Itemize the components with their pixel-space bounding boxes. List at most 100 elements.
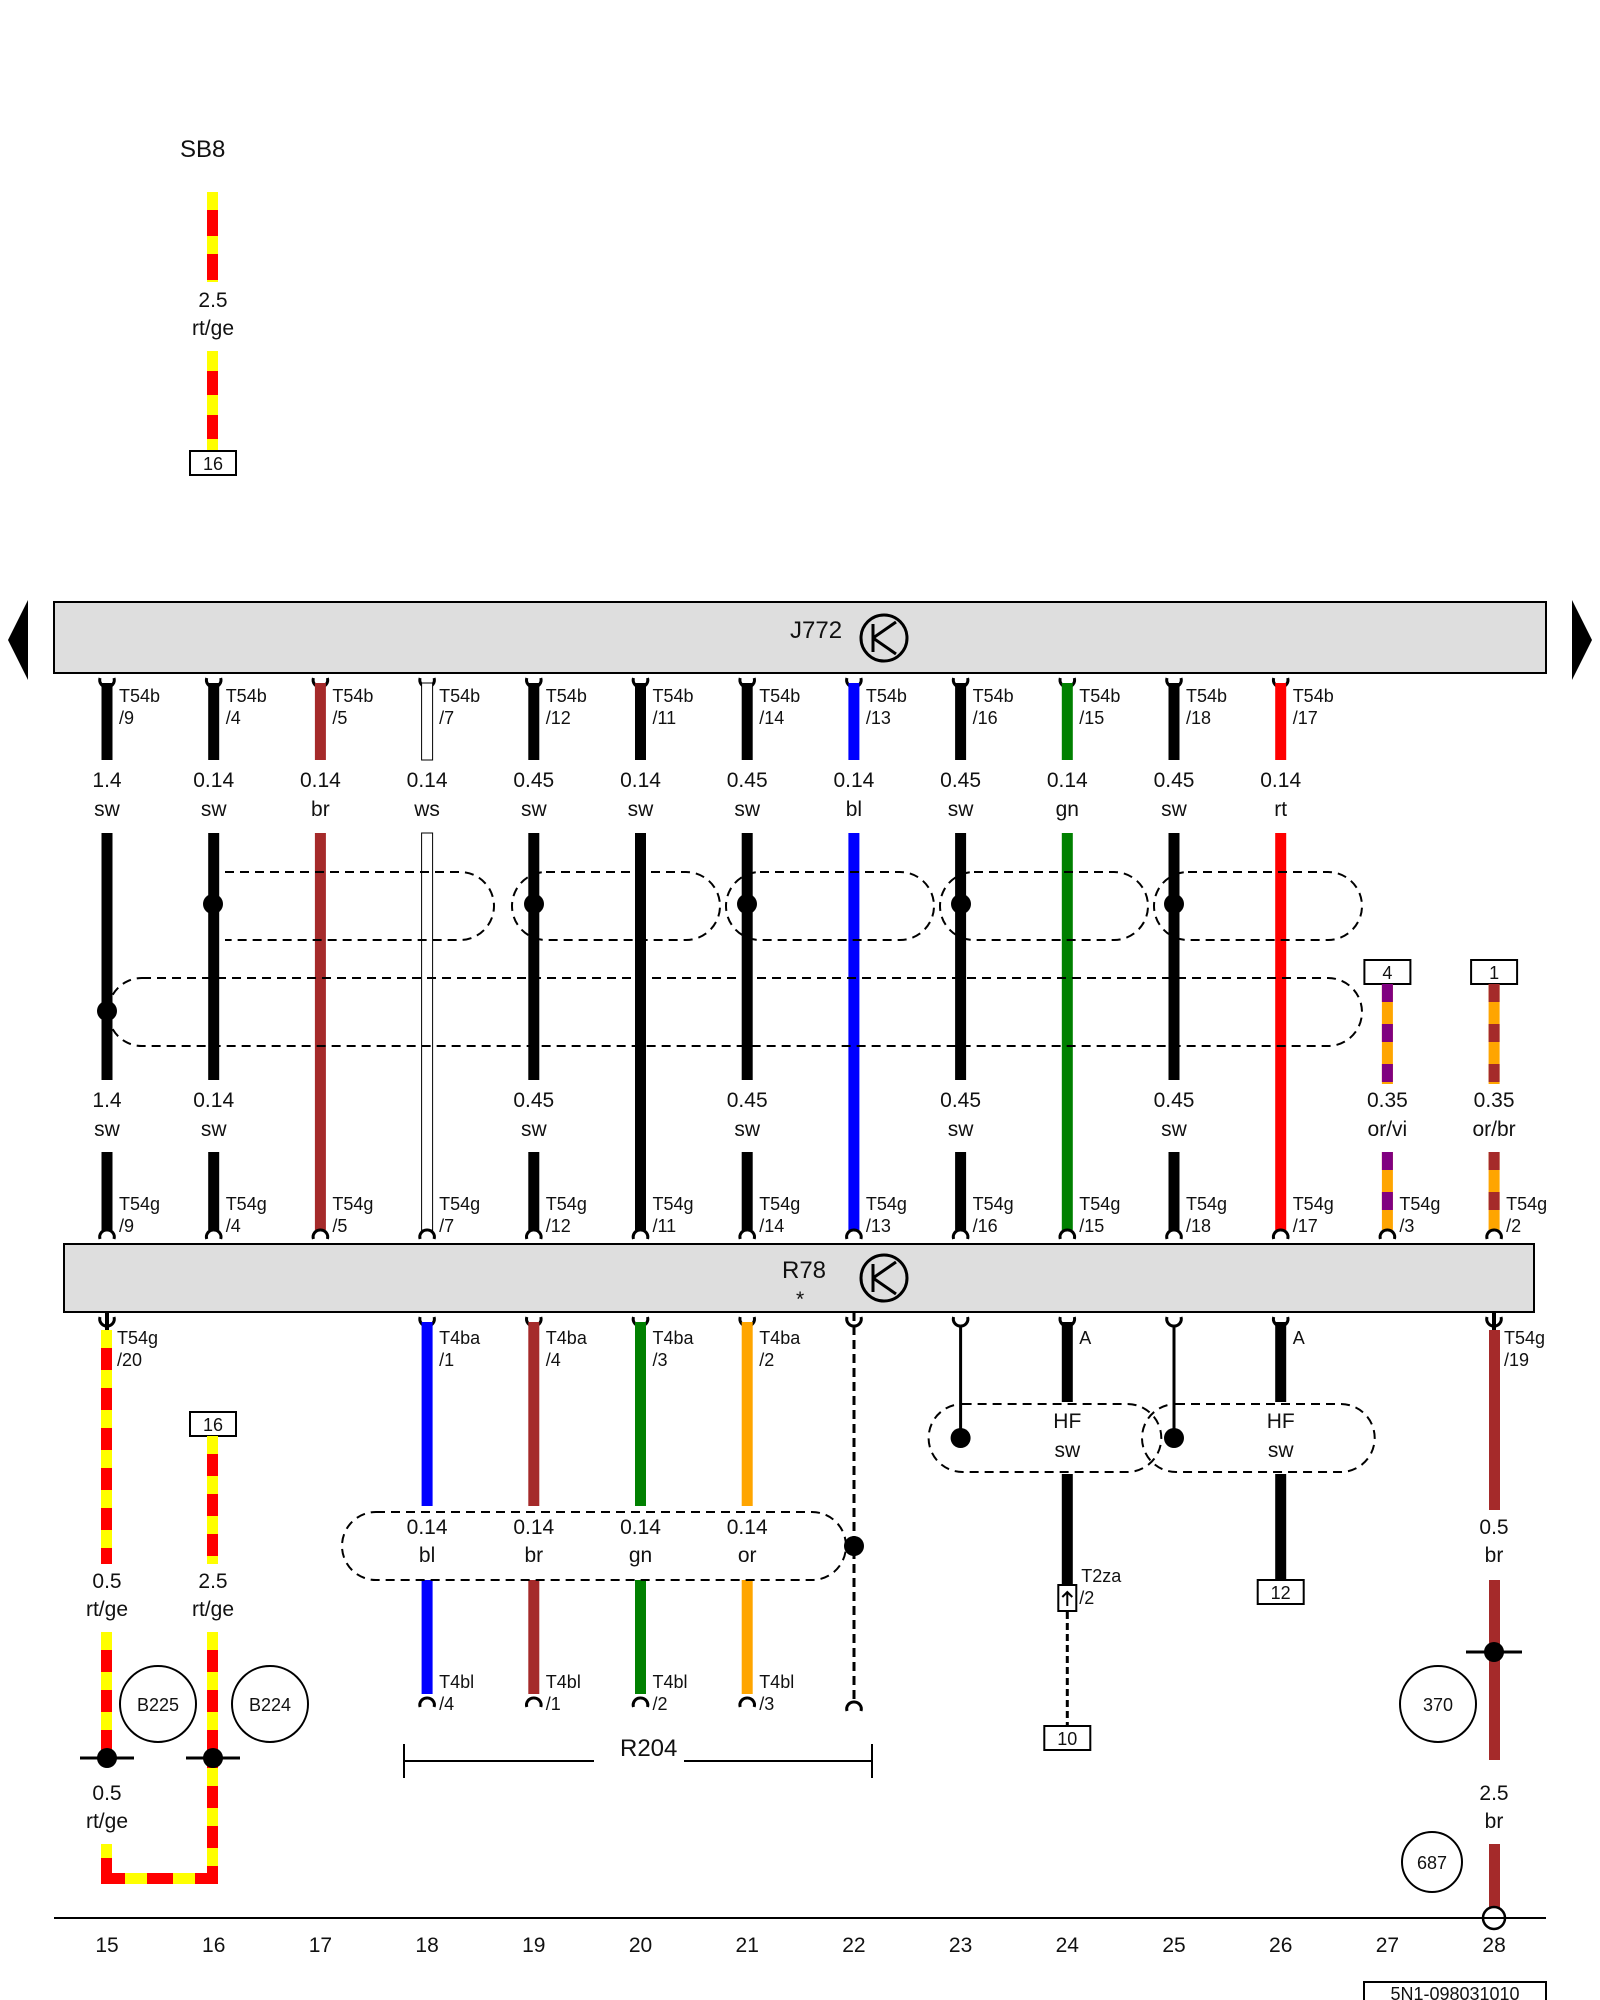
- pin-connector-label: T54b: [226, 686, 267, 706]
- wire-size-label: 0.45: [1154, 769, 1195, 792]
- pin-connector-label: T4ba: [653, 1328, 695, 1348]
- column-number: 17: [309, 1934, 332, 1957]
- ground-connection-b224: [231, 1665, 309, 1743]
- upper-wire-group: T54b/91.4sw1.4swT54g/9T54b/40.14sw0.14sw…: [92, 677, 1334, 1240]
- wire-size-label: 0.5: [92, 1782, 121, 1805]
- pin-number-label: /1: [439, 1350, 454, 1370]
- wire-color-label: rt: [1274, 798, 1287, 821]
- shield-splice-dot: [1164, 894, 1184, 914]
- wire-18-ws: [421, 832, 434, 1231]
- wire-15-sw: [101, 1152, 113, 1230]
- shield-splice-dot: [97, 1001, 117, 1021]
- pin-connector-label: T54g: [119, 1194, 160, 1214]
- shield-group-upper: [97, 871, 1363, 1047]
- wire-size-label: 0.14: [833, 769, 874, 792]
- wire-color-label: br: [1485, 1544, 1504, 1567]
- wire-21-sw: [741, 683, 753, 760]
- wire-15-rt-ge: [101, 1632, 112, 1762]
- pin-number-label: /18: [1186, 1216, 1211, 1236]
- pin-number-label: /2: [653, 1694, 668, 1714]
- wire-color-label: sw: [1268, 1439, 1295, 1462]
- pin-label: A: [1293, 1328, 1305, 1348]
- wire-17-br: [314, 833, 326, 1230]
- page-next-arrow-icon[interactable]: [1572, 600, 1592, 680]
- connector-pin-icon: [204, 1228, 223, 1240]
- pin-connector-label: T54g: [439, 1194, 480, 1214]
- pin-number-label: /5: [332, 708, 347, 728]
- wire-color-label: sw: [734, 798, 761, 821]
- wire-size-label: 0.14: [1260, 769, 1301, 792]
- pin-number-label: /3: [653, 1350, 668, 1370]
- wire-color-label: ws: [413, 798, 440, 821]
- wire-28-br: [1489, 1580, 1500, 1760]
- terminal-box: [1256, 1579, 1305, 1605]
- wire-16-rt-ge: [207, 1436, 218, 1564]
- wire-size-label: 0.14: [620, 769, 661, 792]
- wire-color-label: sw: [94, 798, 121, 821]
- shield-splice-dot: [951, 894, 971, 914]
- wire-size-label: 0.14: [300, 769, 341, 792]
- shield-splice-dot: [203, 894, 223, 914]
- connector-pin-icon: [525, 1696, 543, 1708]
- wire-19-sw: [528, 683, 540, 760]
- pin-number-label: /15: [1079, 708, 1104, 728]
- module-r78-label: R78: [782, 1257, 826, 1284]
- pin-number-label: /1: [546, 1694, 561, 1714]
- wire-size-label: 0.14: [1047, 769, 1088, 792]
- page-prev-arrow-icon[interactable]: [8, 600, 28, 680]
- pin-number-label: /3: [1399, 1216, 1414, 1236]
- wire-size-label: 0.45: [940, 1089, 981, 1112]
- wire-color-label: gn: [1056, 798, 1079, 821]
- connector-pin-icon: [951, 1228, 970, 1240]
- twisted-pair-shield: [725, 871, 935, 941]
- twisted-pair-shield: [1153, 871, 1363, 941]
- transistor-icon: [859, 1253, 909, 1303]
- pin-connector-label: T54b: [332, 686, 373, 706]
- twisted-pair-shield: [939, 871, 1149, 941]
- pin-number-label: /19: [1504, 1350, 1529, 1370]
- connector-pin-icon: [1485, 1228, 1503, 1240]
- wire-color-label: or/vi: [1368, 1118, 1408, 1141]
- pin-connector-label: T54b: [119, 686, 160, 706]
- pin-number-label: /12: [546, 1216, 571, 1236]
- r204-wire-group: T4ba/10.14blT4bl/4T4ba/40.14brT4bl/1T4ba…: [407, 1316, 801, 1714]
- r204-shield-group: R204: [341, 1312, 873, 1778]
- pin-connector-label: T54b: [973, 686, 1014, 706]
- pin-connector-label: T54g: [1079, 1194, 1120, 1214]
- hf-core-wire: [1275, 1474, 1287, 1580]
- pin-connector-label: T54b: [546, 686, 587, 706]
- wire-20-sw: [635, 833, 646, 1230]
- shield-splice-dot: [950, 1428, 971, 1448]
- column-number: 27: [1376, 1934, 1399, 1957]
- wire-size-label: 0.14: [620, 1516, 661, 1539]
- sb8-feed: SB8 2.5 rt/ge 16: [180, 136, 237, 476]
- pin-number-label: /18: [1186, 708, 1211, 728]
- pin-number-label: /4: [439, 1694, 454, 1714]
- wire-color-label: sw: [948, 798, 975, 821]
- wire-22-bl: [848, 833, 860, 1230]
- connector-pin-icon: [951, 1316, 970, 1328]
- terminal-box: [1470, 959, 1519, 985]
- pin-connector-label: T54g: [1504, 1328, 1545, 1348]
- pin-connector-label: T2za: [1081, 1566, 1122, 1586]
- pin-number-label: /4: [226, 1216, 241, 1236]
- wire-size-label: 0.35: [1367, 1089, 1408, 1112]
- connector-pin-icon: [738, 1228, 756, 1240]
- wire-color-label: sw: [94, 1118, 121, 1141]
- terminal-number: 16: [203, 454, 223, 474]
- column-number: 25: [1162, 1934, 1185, 1957]
- wire-size-label: 0.14: [727, 1516, 768, 1539]
- module-r78-box: [63, 1243, 1535, 1313]
- pin-number-label: /20: [117, 1350, 142, 1370]
- wire-color-label: sw: [521, 798, 548, 821]
- pin-connector-label: T4ba: [439, 1328, 481, 1348]
- terminal-box: [189, 450, 237, 476]
- wire-link-15-16: [101, 1873, 218, 1884]
- shield-splice-dot: [844, 1536, 864, 1556]
- pin-connector-label: T54b: [1079, 686, 1120, 706]
